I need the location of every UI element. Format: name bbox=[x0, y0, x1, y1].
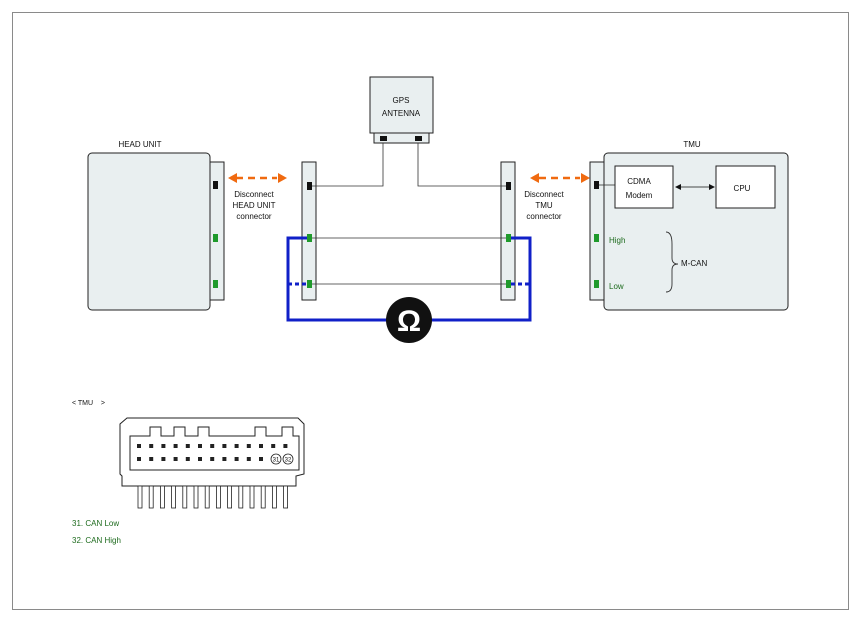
pin-cavity bbox=[173, 444, 178, 448]
head-unit-title: HEAD UNIT bbox=[118, 140, 161, 149]
svg-text:GPS: GPS bbox=[393, 96, 410, 105]
harness-left-pin-low bbox=[307, 280, 312, 288]
cpu-label: CPU bbox=[734, 184, 751, 193]
pin-leg bbox=[171, 485, 177, 509]
harness-left-pin-black bbox=[307, 182, 312, 190]
head-unit-box bbox=[87, 152, 211, 311]
pin-cavity bbox=[246, 444, 251, 448]
pin-cavity bbox=[246, 457, 251, 461]
can-low-label: Low bbox=[609, 282, 624, 291]
pin-cavity bbox=[222, 444, 227, 448]
head-unit-connector bbox=[209, 161, 225, 301]
pin-leg bbox=[159, 485, 165, 509]
disconnect-head-label: Disconnect HEAD UNIT connector bbox=[232, 190, 275, 221]
pin-leg bbox=[182, 485, 188, 509]
pin-leg bbox=[271, 485, 277, 509]
pin-leg bbox=[249, 485, 255, 509]
pin-leg bbox=[148, 485, 154, 509]
head-unit-pin-green-high bbox=[213, 234, 218, 242]
head-unit-pin-green-low bbox=[213, 280, 218, 288]
pin-leg bbox=[283, 485, 289, 509]
svg-text:connector: connector bbox=[526, 212, 561, 221]
pin-leg bbox=[260, 485, 266, 509]
mcan-brace bbox=[665, 231, 679, 293]
disconnect-head-arrow bbox=[228, 173, 287, 183]
gps-antenna-box bbox=[369, 76, 434, 134]
pin-cavity bbox=[210, 444, 215, 448]
pin-cavity bbox=[198, 457, 202, 461]
svg-text:ANTENNA: ANTENNA bbox=[382, 109, 421, 118]
pin-cavity bbox=[149, 444, 154, 448]
tmu-pin-high bbox=[594, 234, 599, 242]
svg-text:HEAD UNIT: HEAD UNIT bbox=[232, 201, 275, 210]
ohmmeter-icon bbox=[386, 297, 432, 343]
disconnect-tmu-label: Disconnect TMU connector bbox=[524, 190, 564, 221]
pin-cavity bbox=[222, 457, 227, 461]
pin-cavity bbox=[210, 457, 215, 461]
svg-text:connector: connector bbox=[236, 212, 271, 221]
connector-inner bbox=[129, 426, 300, 471]
tmu-title: TMU bbox=[683, 140, 701, 149]
svg-text:Disconnect: Disconnect bbox=[234, 190, 274, 199]
wiring bbox=[312, 143, 506, 285]
gps-pin-left bbox=[380, 136, 387, 141]
pin-leg bbox=[137, 485, 143, 509]
harness-right-pin-low bbox=[506, 280, 511, 288]
can-high-label: High bbox=[609, 236, 625, 245]
harness-connector-right bbox=[500, 161, 516, 301]
legend-pin-32: 32. CAN High bbox=[72, 536, 121, 545]
svg-text:TMU: TMU bbox=[535, 201, 553, 210]
pin-cavity bbox=[137, 457, 141, 461]
pin-cavity bbox=[185, 457, 190, 461]
pin-cavity bbox=[149, 457, 154, 461]
pin-32-label: 32 bbox=[285, 458, 292, 464]
tmu-connector-face: 31 32 bbox=[119, 417, 305, 509]
pin-leg bbox=[215, 485, 221, 509]
pin-31-marker bbox=[270, 453, 282, 465]
pin-cavity bbox=[198, 444, 202, 448]
svg-text:Modem: Modem bbox=[626, 191, 653, 200]
pin-cavity bbox=[259, 457, 263, 461]
pin-32-marker bbox=[282, 453, 294, 465]
pin-leg bbox=[227, 485, 233, 509]
svg-text:Disconnect: Disconnect bbox=[524, 190, 564, 199]
gps-antenna-base bbox=[373, 132, 430, 144]
harness-left-pin-high bbox=[307, 234, 312, 242]
harness-right-pin-black bbox=[506, 182, 511, 190]
pin-leg bbox=[204, 485, 210, 509]
legend-pin-31: 31. CAN Low bbox=[72, 519, 119, 528]
gps-wire-left bbox=[312, 143, 384, 187]
pin-cavity bbox=[137, 444, 141, 448]
pin-cavity bbox=[259, 444, 263, 448]
harness-right-pin-high bbox=[506, 234, 511, 242]
pin-cavity bbox=[283, 444, 288, 448]
mcan-label: M-CAN bbox=[681, 259, 707, 268]
tmu-pin-low bbox=[594, 280, 599, 288]
cdma-modem-label: CDMA Modem bbox=[626, 177, 653, 200]
svg-text:CDMA: CDMA bbox=[627, 177, 651, 186]
pin-cavity bbox=[173, 457, 178, 461]
pin-cavity bbox=[161, 457, 166, 461]
pin-cavity bbox=[234, 457, 239, 461]
ohm-symbol: Ω bbox=[397, 305, 421, 338]
pin-cavity bbox=[234, 444, 239, 448]
tmu-pin-black bbox=[594, 181, 599, 189]
harness-connector-left bbox=[301, 161, 317, 301]
pin-cavity bbox=[161, 444, 166, 448]
disconnect-tmu-arrow bbox=[530, 173, 590, 183]
pin-leg bbox=[193, 485, 199, 509]
connector-view-title: < TMU > bbox=[72, 400, 105, 407]
pin-leg bbox=[238, 485, 244, 509]
pin-cavity bbox=[185, 444, 190, 448]
modem-cpu-link bbox=[675, 184, 715, 190]
gps-antenna-label: GPS ANTENNA bbox=[382, 96, 421, 118]
gps-wire-right bbox=[417, 143, 506, 187]
cdma-modem-box bbox=[614, 165, 674, 209]
gps-pin-right bbox=[415, 136, 422, 141]
pin-31-label: 31 bbox=[273, 458, 280, 464]
cpu-box bbox=[715, 165, 776, 209]
pin-cavity bbox=[271, 444, 276, 448]
head-unit-pin-black bbox=[213, 181, 218, 189]
